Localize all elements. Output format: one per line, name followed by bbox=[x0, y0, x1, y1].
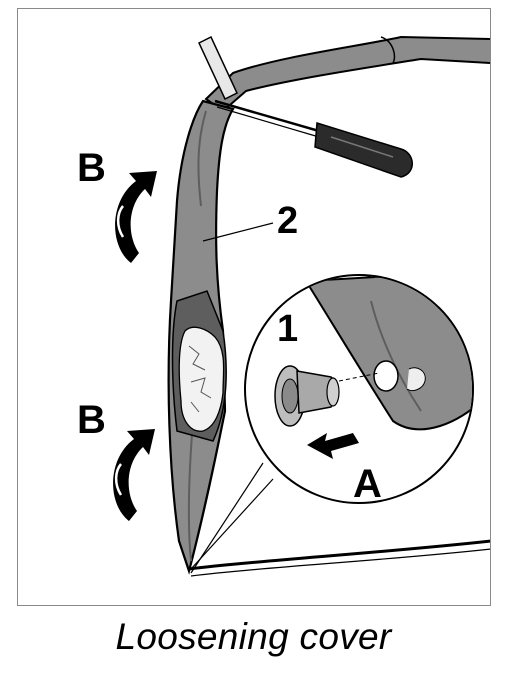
illustration-frame: B B 2 1 A bbox=[17, 8, 491, 606]
rotation-label-bottom: B bbox=[77, 398, 106, 442]
part-number-cover: 2 bbox=[277, 200, 298, 242]
figure-caption: Loosening cover bbox=[115, 616, 392, 657]
clip-icon bbox=[274, 365, 340, 427]
detail-magnifier bbox=[244, 274, 474, 504]
frame-bottom-edge bbox=[188, 539, 490, 571]
curved-arrow-icon bbox=[115, 171, 157, 263]
straight-arrow-icon bbox=[307, 433, 359, 459]
diagram-canvas: B B 2 1 A bbox=[77, 35, 490, 577]
curved-arrow-icon bbox=[113, 429, 155, 521]
rotation-label-top: B bbox=[77, 146, 106, 190]
direction-label: A bbox=[353, 462, 382, 506]
part-number-clip: 1 bbox=[277, 308, 298, 350]
top-trim-strip bbox=[204, 35, 490, 113]
screwdriver-icon bbox=[198, 35, 413, 178]
